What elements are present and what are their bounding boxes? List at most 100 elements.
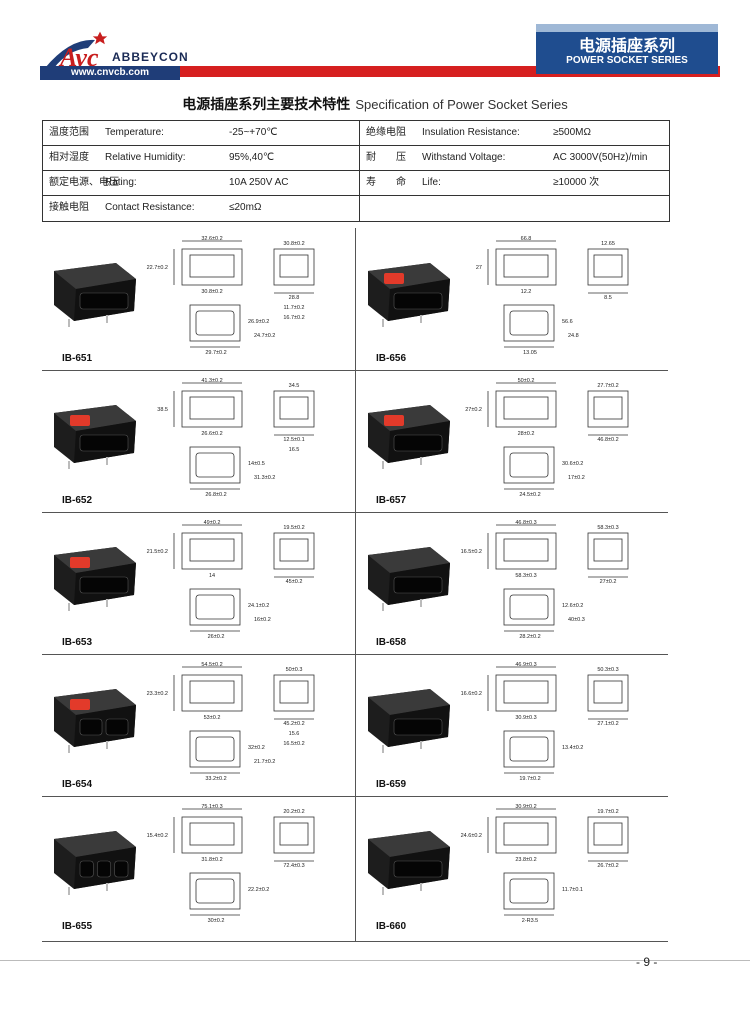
dimension-label: 24.7±0.2 <box>254 333 275 339</box>
dimension-label: 12.65 <box>601 241 615 247</box>
dimension-label: 14 <box>209 573 215 579</box>
dimension-label: 16.5±0.2 <box>461 549 482 555</box>
dimension-label: 24.1±0.2 <box>248 603 269 609</box>
dimension-label: 46.9±0.3 <box>515 662 536 668</box>
website-url[interactable]: www.cnvcb.com <box>40 66 180 80</box>
dimension-label: 58.3±0.3 <box>515 573 536 579</box>
technical-drawing: 50±0.228±0.246.8±0.227.7±0.227±0.230.6±0… <box>465 378 629 498</box>
dimension-label: 30.9±0.3 <box>515 715 536 721</box>
dimension-label: 75.1±0.3 <box>201 804 222 810</box>
dimension-label: 30.8±0.2 <box>283 241 304 247</box>
dimension-label: 17±0.2 <box>568 475 585 481</box>
dimension-label: 54.5±0.2 <box>201 662 222 668</box>
dimension-label: 19.7±0.2 <box>519 776 540 782</box>
dimension-label: 38.5 <box>157 407 168 413</box>
dimension-label: 46.8±0.2 <box>597 437 618 443</box>
technical-drawing: 46.9±0.330.9±0.327.1±0.250.3±0.316.6±0.2… <box>461 662 629 782</box>
product-model-label: IB-652 <box>62 495 93 506</box>
dimension-label: 33.2±0.2 <box>205 776 226 782</box>
dimension-label: 21.5±0.2 <box>147 549 168 555</box>
dimension-label: 56.6 <box>562 319 573 325</box>
dimension-label: 12.2 <box>521 289 532 295</box>
technical-drawing: 49±0.21445±0.219.5±0.221.5±0.224.1±0.226… <box>147 520 315 640</box>
dimension-label: 23.3±0.2 <box>147 691 168 697</box>
footer-divider <box>0 960 750 961</box>
dimension-label: 30±0.2 <box>208 918 225 924</box>
dimension-label: 32.6±0.2 <box>201 236 222 242</box>
dimension-label: 16.5 <box>289 447 300 453</box>
dimension-label: 27.7±0.2 <box>597 383 618 389</box>
dimension-label: 11.7±0.1 <box>562 887 583 893</box>
product-model-label: IB-660 <box>376 921 407 932</box>
dimension-label: 20.2±0.2 <box>283 809 304 815</box>
dimension-label: 45±0.2 <box>286 579 303 585</box>
dimension-label: 40±0.3 <box>568 617 585 623</box>
product-photo <box>368 689 450 753</box>
dimension-label: 30.9±0.2 <box>515 804 536 810</box>
dimension-label: 31.3±0.2 <box>254 475 275 481</box>
spec-row <box>360 196 669 220</box>
dimension-label: 13.4±0.2 <box>562 745 583 751</box>
series-title-cn: 电源插座系列 <box>578 36 675 55</box>
product-photo <box>368 831 450 895</box>
dimension-label: 66.8 <box>521 236 532 242</box>
product-photo <box>368 263 450 327</box>
dimension-label: 19.7±0.2 <box>597 809 618 815</box>
product-photo <box>368 405 450 469</box>
dimension-label: 58.3±0.3 <box>597 525 618 531</box>
dimension-label: 24.6±0.2 <box>461 833 482 839</box>
dimension-label: 27 <box>476 265 482 271</box>
series-banner: 电源插座系列 POWER SOCKET SERIES <box>536 24 718 74</box>
dimension-label: 16.7±0.2 <box>283 315 304 321</box>
dimension-label: 22.2±0.2 <box>248 887 269 893</box>
technical-drawing: 46.8±0.358.3±0.327±0.258.3±0.316.5±0.212… <box>461 520 629 640</box>
product-model-label: IB-655 <box>62 921 93 932</box>
brand-name: ABBEYCON <box>112 50 189 64</box>
dimension-label: 27±0.2 <box>465 407 482 413</box>
dimension-label: 14±0.5 <box>248 461 265 467</box>
dimension-label: 28±0.2 <box>518 431 535 437</box>
product-model-label: IB-656 <box>376 353 407 364</box>
dimension-label: 72.4±0.3 <box>283 863 304 869</box>
product-model-label: IB-659 <box>376 779 407 790</box>
dimension-label: 50.3±0.3 <box>597 667 618 673</box>
dimension-label: 30.8±0.2 <box>201 289 222 295</box>
dimension-label: 32±0.2 <box>248 745 265 751</box>
product-model-label: IB-653 <box>62 637 93 648</box>
dimension-label: 26.8±0.2 <box>205 492 226 498</box>
dimension-label: 19.5±0.2 <box>283 525 304 531</box>
dimension-label: 2-R3.5 <box>522 918 539 924</box>
page-title-en: Specification of Power Socket Series <box>355 97 568 112</box>
dimension-label: 24.5±0.2 <box>519 492 540 498</box>
dimension-label: 23.8±0.2 <box>515 857 536 863</box>
dimension-label: 16±0.2 <box>254 617 271 623</box>
technical-drawing: 30.9±0.223.8±0.226.7±0.219.7±0.224.6±0.2… <box>461 804 629 924</box>
page-title: 电源插座系列主要技术特性 Specification of Power Sock… <box>0 94 750 114</box>
page-number: - 9 - <box>636 955 658 969</box>
dimension-label: 16.6±0.2 <box>461 691 482 697</box>
dimension-label: 22.7±0.2 <box>147 265 168 271</box>
product-model-label: IB-651 <box>62 353 93 364</box>
technical-drawing: 41.3±0.226.6±0.212.5±0.134.538.514±0.526… <box>157 378 315 498</box>
dimension-label: 13.05 <box>523 350 537 356</box>
product-photo <box>54 263 136 327</box>
dimension-label: 26.6±0.2 <box>201 431 222 437</box>
header-red-bar <box>176 66 720 77</box>
